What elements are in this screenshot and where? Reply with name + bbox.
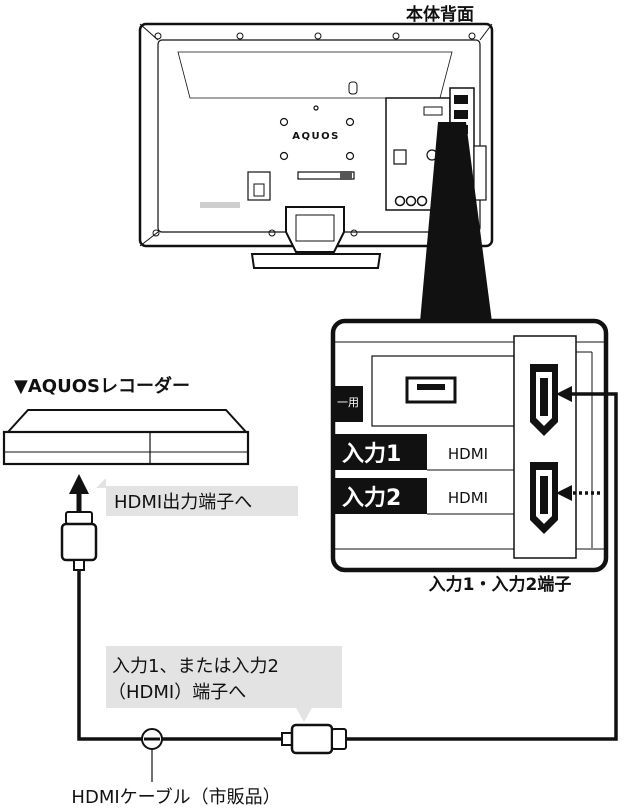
input-1-label: 入力1 bbox=[342, 442, 401, 467]
output-callout: HDMI出力端子へ bbox=[96, 478, 298, 516]
input-2-label: 入力2 bbox=[342, 486, 401, 511]
input-2-type: HDMI bbox=[448, 489, 488, 507]
zoom-wedge bbox=[420, 122, 492, 322]
tv-brand-label: AQUOS bbox=[292, 131, 340, 142]
usb-label: 一用 bbox=[337, 396, 359, 409]
cable-label: HDMIケーブル（市販品） bbox=[71, 786, 280, 808]
recorder-device bbox=[2, 409, 250, 466]
cable-route-right bbox=[346, 392, 618, 741]
input-2-arrow-dotted bbox=[556, 485, 600, 501]
port-caption: 入力1・入力2端子 bbox=[429, 574, 572, 595]
cable-route-left bbox=[77, 570, 282, 741]
input-1-arrow bbox=[556, 386, 600, 402]
input-callout-line2: （HDMI）端子へ bbox=[108, 682, 246, 703]
input-callout: 入力1、または入力2 （HDMI）端子へ bbox=[106, 646, 342, 722]
input-callout-line1: 入力1、または入力2 bbox=[112, 656, 279, 677]
ferrite-core bbox=[141, 728, 163, 782]
output-callout-text: HDMI出力端子へ bbox=[114, 492, 252, 513]
output-arrow bbox=[69, 474, 89, 512]
input-1-type: HDMI bbox=[448, 445, 488, 463]
cable-plug-vertical bbox=[60, 511, 98, 571]
recorder-label: ▼AQUOSレコーダー bbox=[14, 375, 190, 397]
tv-title: 本体背面 bbox=[406, 4, 474, 25]
cable-plug-horizontal bbox=[281, 723, 347, 755]
zoom-panel: 一用 入力1 HDMI 入力2 HDMI bbox=[330, 318, 609, 573]
